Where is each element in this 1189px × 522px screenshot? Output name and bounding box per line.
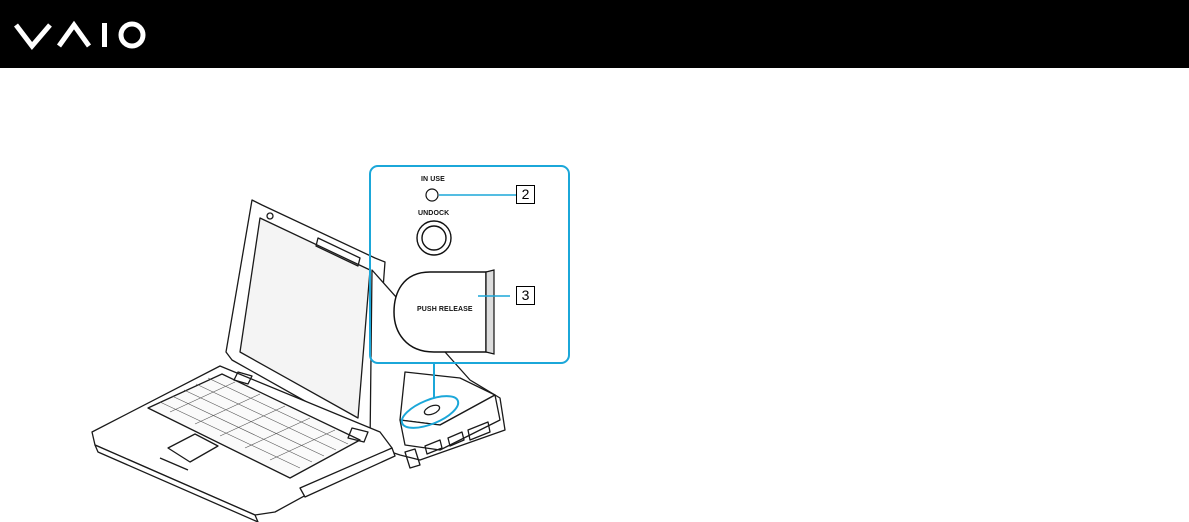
callout-number-3: 3 [516,286,535,305]
in-use-label: IN USE [421,176,445,183]
laptop-docking-illustration [0,68,1189,522]
undock-button-icon [414,218,454,258]
push-release-lever-icon [390,268,510,358]
header-bar [0,0,1189,68]
callout-number-2: 2 [516,185,535,204]
undock-label: UNDOCK [418,210,449,217]
push-release-label: PUSH RELEASE [417,306,473,313]
vaio-logo [14,19,154,51]
